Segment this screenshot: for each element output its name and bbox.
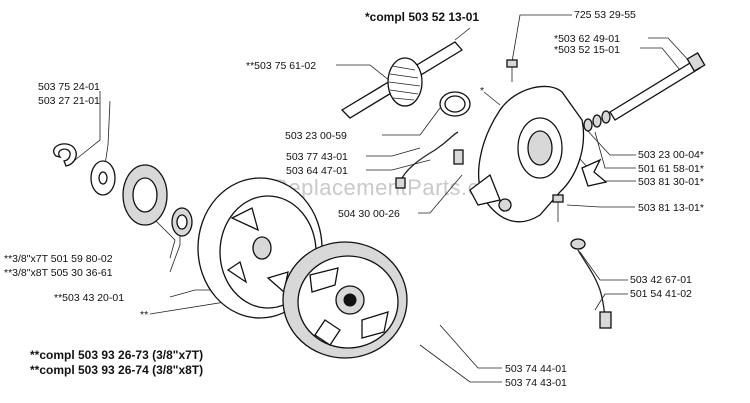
label-501544102: 501 54 41-02 [630, 288, 692, 300]
needle-bearing [171, 207, 193, 237]
label-503811301: 503 81 13-01* [638, 202, 704, 214]
washer [90, 160, 116, 196]
circlip [53, 143, 77, 167]
label-503272101: 503 27 21-01 [38, 95, 100, 107]
label-compl-bottom-1: **compl 503 93 26-73 (3/8"x7T) [30, 348, 203, 362]
label-503230059: 503 23 00-59 [285, 130, 347, 142]
label-star: * [480, 85, 484, 97]
top-screw [506, 59, 518, 82]
label-503744401: 503 74 44-01 [505, 363, 567, 375]
direction-arrow [581, 158, 608, 187]
label-503752401: 503 75 24-01 [38, 81, 100, 93]
label-503426701: 503 42 67-01 [630, 274, 692, 286]
labels: *compl 503 52 13-01 725 53 29-55 **503 7… [4, 9, 704, 389]
oil-pump-body [469, 85, 585, 223]
label-503774301: 503 77 43-01 [286, 151, 348, 163]
label-503756102: **503 75 61-02 [246, 60, 316, 72]
label-503230004: 503 23 00-04* [638, 149, 704, 161]
label-compl-bottom-2: **compl 503 93 26-74 (3/8"x8T) [30, 363, 203, 377]
lower-hose [570, 238, 612, 329]
pump-shaft [609, 52, 706, 121]
label-504300026: 504 30 00-26 [338, 208, 400, 220]
label-501598002: **3/8"x7T 501 59 80-02 [4, 253, 113, 265]
label-503624901: *503 62 49-01 [554, 33, 620, 45]
clutch-assembly [282, 241, 408, 359]
label-725532955: 725 53 29-55 [574, 9, 636, 21]
label-503432001: **503 43 20-01 [54, 292, 124, 304]
oil-line [395, 131, 464, 189]
adjuster-plate [340, 41, 463, 119]
rim-sprocket [122, 164, 168, 226]
adjust-screw [552, 194, 564, 222]
label-503813001: 503 81 30-01* [638, 176, 704, 188]
label-compl-top: *compl 503 52 13-01 [365, 10, 479, 24]
label-503521501: *503 52 15-01 [554, 44, 620, 56]
label-503744301: 503 74 43-01 [505, 377, 567, 389]
label-501615801: 501 61 58-01* [638, 163, 704, 175]
label-505303661: **3/8"x8T 505 30 36-61 [4, 267, 113, 279]
shaft-washers [583, 110, 611, 132]
label-503644701: 503 64 47-01 [286, 165, 348, 177]
label-double-star: ** [140, 309, 148, 321]
